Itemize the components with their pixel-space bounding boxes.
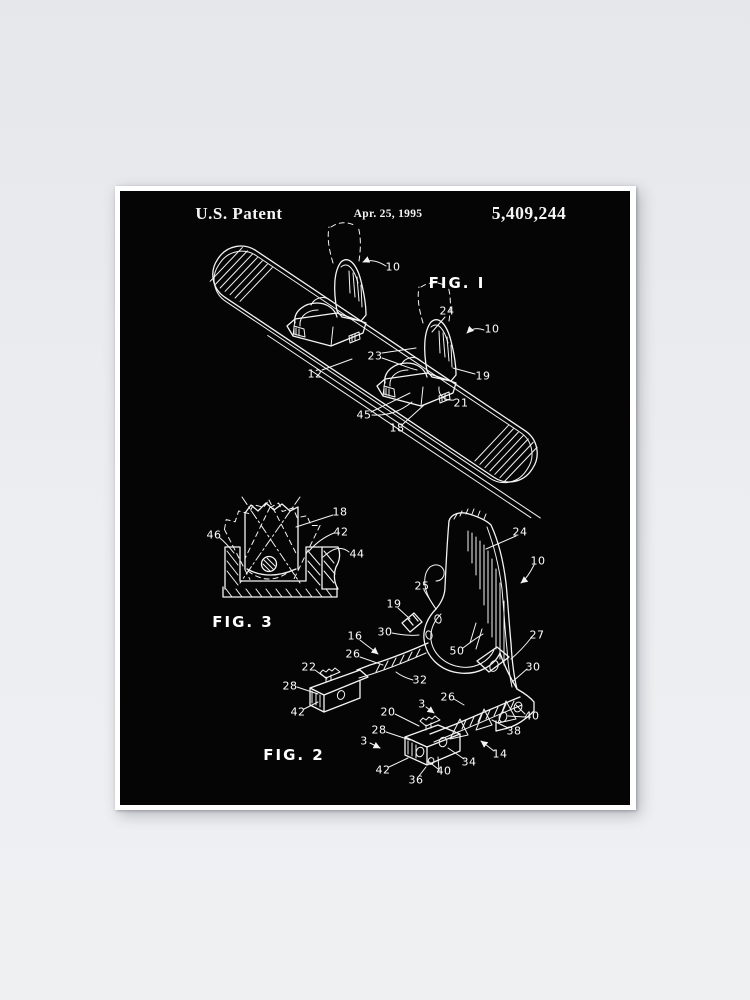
patent-date: Apr. 25, 1995 [353, 208, 423, 220]
fig1-leaders [321, 256, 485, 425]
base-flange [475, 688, 535, 732]
fig2-binding [296, 508, 535, 777]
patent-title: U.S. Patent [195, 204, 283, 223]
poster-black-field: U.S. Patent Apr. 25, 1995 5,409,244 [120, 191, 630, 805]
fig1-snowboard [209, 222, 541, 519]
fig3-section [219, 496, 350, 598]
snowboard-deck [209, 245, 541, 519]
ankle-bracket [476, 646, 510, 673]
heel-rail [429, 696, 523, 743]
strap-wedge [401, 612, 423, 633]
patent-poster: U.S. Patent Apr. 25, 1995 5,409,244 [115, 186, 636, 810]
highback-plate [435, 508, 518, 690]
heel-arch [423, 564, 518, 690]
toe-rail [356, 642, 429, 679]
toe-block [309, 667, 369, 713]
patent-drawing [209, 222, 541, 777]
fig2-leaders [296, 535, 535, 777]
fig3-leaders [219, 514, 350, 558]
patent-number: 5,409,244 [491, 203, 567, 223]
